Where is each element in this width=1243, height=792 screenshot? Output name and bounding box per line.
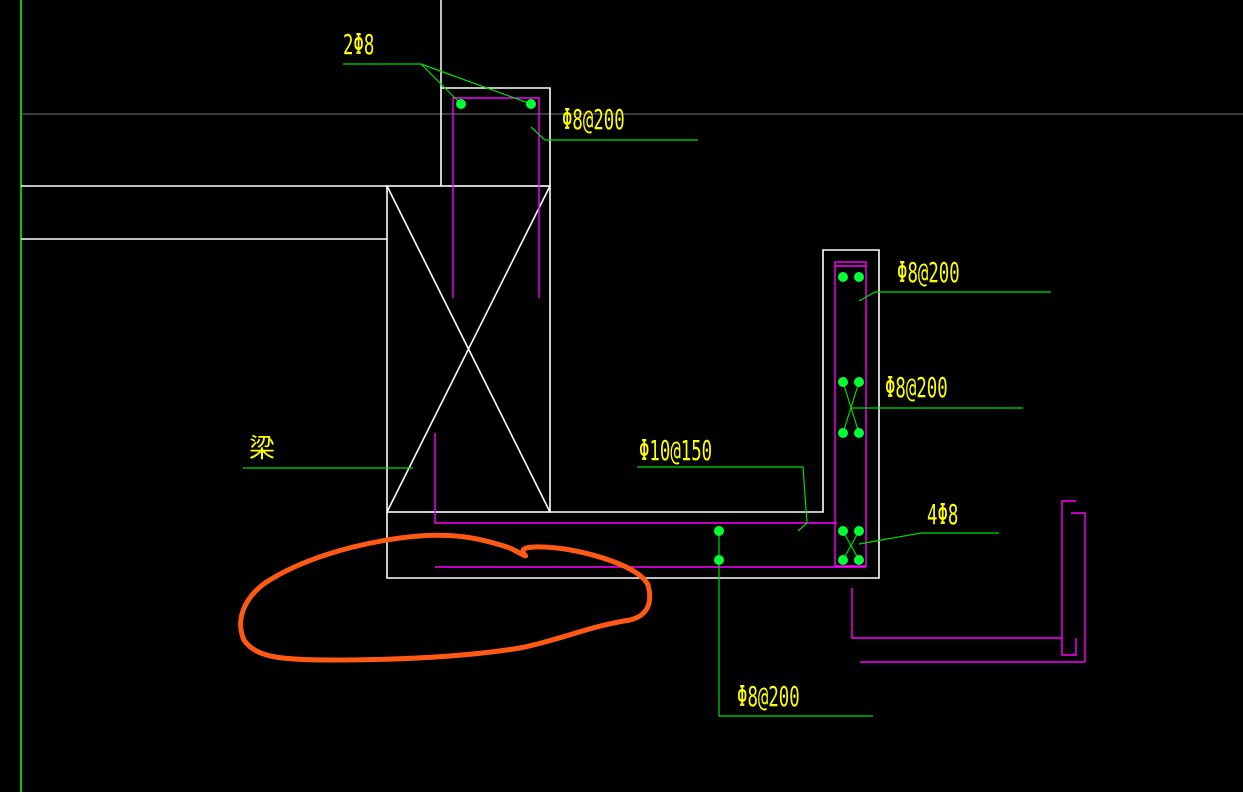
return-rebar-outer [851,588,1062,639]
leader-top-stirrup [530,126,698,141]
return-rebar-vertical-2 [1071,512,1086,662]
rebar-dot [854,526,864,536]
wall-stirrup-rebar [834,261,867,567]
label-right-upper: Φ8@200 [897,257,960,289]
rebar-dot [526,99,536,109]
label-corner-bars: 4Φ8 [927,499,958,531]
leader-corner-bars [858,532,999,545]
top-stirrup-rebar [452,97,540,298]
leader-corner-tie-2 [842,530,860,561]
label-slab-bottom: Φ10@150 [639,435,712,467]
rebar-dot [838,428,848,438]
leader-top-bars-2 [420,63,532,105]
rebar-dot [854,555,864,565]
label-top-bars: 2Φ8 [343,29,374,61]
beam-cross-2 [386,185,551,513]
rebar-dots [456,99,864,565]
upper-stub-outline [440,87,551,186]
rebar-lines [434,97,1086,663]
freehand-annotation-circle [238,532,653,663]
label-top-stirrup: Φ8@200 [562,104,625,136]
rebar-dot [838,526,848,536]
label-right-middle: Φ8@200 [885,372,948,404]
beam-bottom-rebar [434,433,837,524]
rebar-dot [838,555,848,565]
label-beam: 梁 [249,434,275,464]
leader-slab-bottom [637,466,808,532]
rebar-dot [854,428,864,438]
rebar-dot [854,377,864,387]
label-bottom-dist: Φ8@200 [737,681,800,713]
leader-bottom-dist [718,560,873,717]
beam-outline [386,185,551,513]
concrete-outline [21,87,880,579]
rebar-dot [714,555,724,565]
return-rebar-vertical-1 [1061,500,1077,656]
leader-lines [243,63,1051,717]
rebar-dot [456,99,466,109]
leader-top-bars [343,63,462,105]
rebar-dot [838,272,848,282]
leader-right-upper [858,291,1051,302]
rebar-dot [838,377,848,387]
l-section-outline [386,249,880,579]
rebar-dot [714,526,724,536]
rebar-dot [854,272,864,282]
